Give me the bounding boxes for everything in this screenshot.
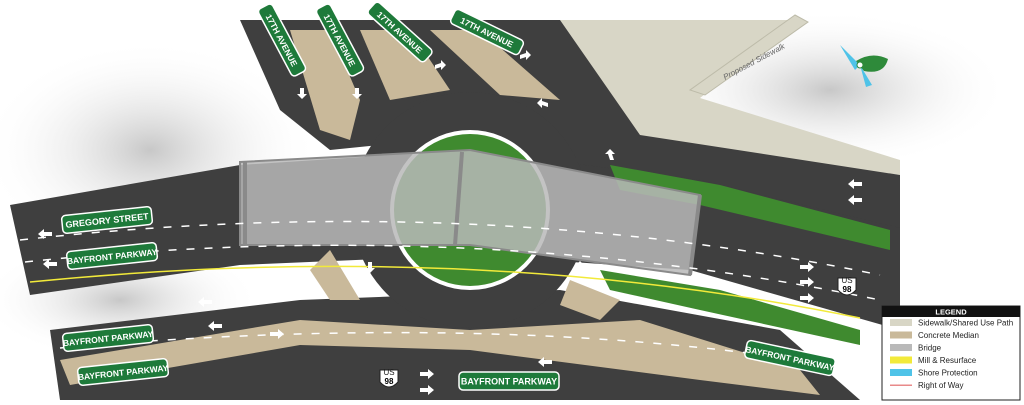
- street-sign: GREGORY STREET: [60, 205, 154, 235]
- center-line: [29, 265, 861, 319]
- arrow-icon: [198, 297, 212, 307]
- median-north: [430, 30, 560, 100]
- sidewalk-path: [510, 20, 900, 175]
- legend-swatch: [890, 384, 912, 386]
- route-shield-number: 98: [385, 377, 394, 386]
- legend-label: Sidewalk/Shared Use Path: [918, 319, 1013, 328]
- arrow-icon: [420, 369, 434, 379]
- legend-swatch: [890, 369, 912, 376]
- svg-text:BAYFRONT PARKWAY: BAYFRONT PARKWAY: [461, 377, 557, 387]
- median-north: [290, 30, 360, 140]
- route-shield-label: US: [841, 276, 852, 285]
- bridge-pier: [453, 151, 464, 246]
- arrow-icon: [800, 277, 814, 287]
- lane-marking: [19, 220, 881, 276]
- street-sign: BAYFRONT PARKWAY: [61, 323, 154, 353]
- arrow-icon: [270, 329, 284, 339]
- arrow-icon: [537, 98, 548, 108]
- arrow-icon: [848, 179, 862, 189]
- arrow-icon: [575, 261, 585, 272]
- grass-northeast: [610, 165, 890, 250]
- arrow-icon: [352, 88, 362, 99]
- legend-swatch: [890, 356, 912, 364]
- north-arrow-icon: [840, 45, 888, 87]
- legend-label: Concrete Median: [918, 331, 979, 340]
- street-sign: BAYFRONT PARKWAY: [76, 357, 169, 387]
- sidewalk-strip: [688, 14, 809, 96]
- street-sign: BAYFRONT PARKWAY: [65, 241, 158, 271]
- route-shield-label: US: [383, 368, 394, 377]
- route-shield-number: 98: [843, 285, 852, 294]
- median-south: [60, 320, 820, 395]
- arrow-icon: [208, 321, 222, 331]
- route-shield: US 98: [837, 276, 857, 296]
- lane-marking: [59, 331, 801, 361]
- median-west: [310, 250, 360, 300]
- arrow-icon: [538, 357, 552, 367]
- arrow-icon: [435, 60, 446, 70]
- median-southeast: [560, 280, 620, 320]
- arrow-icon: [848, 195, 862, 205]
- arrow-icon: [297, 88, 307, 99]
- street-sign: BAYFRONT PARKWAY: [458, 371, 560, 391]
- route-shield: US 98: [379, 368, 399, 388]
- arrow-icon: [605, 149, 615, 160]
- legend-title: LEGEND: [935, 308, 967, 317]
- legend-label: Mill & Resurface: [918, 356, 977, 365]
- legend: LEGEND Sidewalk/Shared Use PathConcrete …: [881, 305, 1021, 401]
- arrow-icon: [800, 293, 814, 303]
- legend-swatch: [890, 344, 912, 351]
- traffic-arrows: [38, 50, 862, 395]
- arrow-icon: [38, 229, 52, 239]
- legend-swatch: [890, 331, 912, 339]
- arrow-icon: [420, 385, 434, 395]
- legend-label: Right of Way: [918, 381, 964, 390]
- arrow-icon: [43, 259, 57, 269]
- legend-swatch: [890, 319, 912, 326]
- arrow-icon: [365, 262, 375, 273]
- legend-label: Bridge: [918, 344, 942, 353]
- grass-southeast: [600, 270, 860, 345]
- bridge-pier: [688, 194, 702, 276]
- arrow-icon: [520, 50, 531, 60]
- arrow-icon: [800, 262, 814, 272]
- legend-label: Shore Protection: [918, 369, 978, 378]
- median-north: [360, 30, 450, 100]
